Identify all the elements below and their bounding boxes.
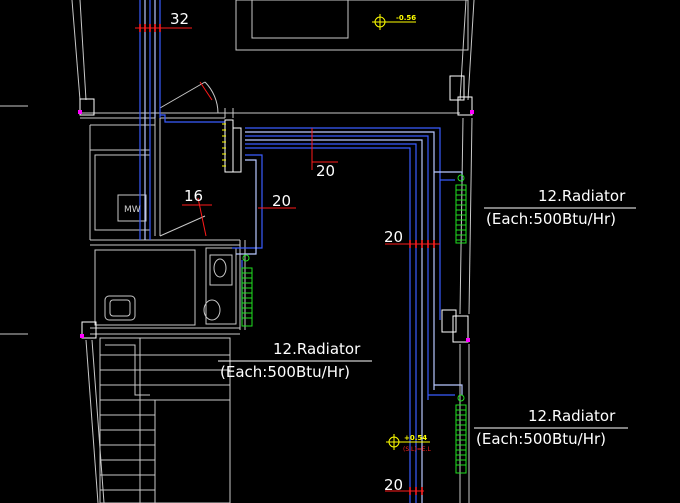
manifold (222, 119, 242, 173)
radiator-title: 12.Radiator (528, 407, 616, 425)
pipe-label-bath: 16 (184, 187, 203, 205)
column-markers (78, 110, 474, 342)
dimension-leaders (135, 24, 440, 495)
radiator-capacity: (Each:500Btu/Hr) (220, 363, 350, 381)
radiator-right-upper (455, 184, 467, 244)
pipe-label-manifold-right: 20 (316, 162, 335, 180)
radiator-note-middle: 12.Radiator (Each:500Btu/Hr) (218, 340, 372, 381)
radiator-title: 12.Radiator (273, 340, 361, 358)
staircase (99, 337, 231, 503)
level-marker-top: -0.56 (372, 14, 416, 30)
microwave-label: MW (124, 205, 141, 215)
columns (79, 75, 473, 343)
radiator-capacity: (Each:500Btu/Hr) (476, 430, 606, 448)
radiator-note-upper-right: 12.Radiator (Each:500Btu/Hr) (484, 187, 636, 228)
pipe-label-bottom: 20 (384, 476, 403, 494)
level-marker-bottom: +0.54 (S.L)=E.L (386, 434, 431, 453)
radiator-bath (241, 267, 253, 327)
radiator-capacity: (Each:500Btu/Hr) (486, 210, 616, 228)
level-top-label: -0.56 (396, 14, 416, 22)
radiator-note-lower-right: 12.Radiator (Each:500Btu/Hr) (474, 407, 628, 448)
level-bottom-note: (S.L)=E.L (403, 446, 431, 453)
radiator-right-lower (455, 404, 467, 474)
pipe-label-vertical-left: 20 (384, 228, 403, 246)
level-bottom-label: +0.54 (404, 434, 427, 442)
supply-pipes (139, 0, 463, 503)
radiator-title: 12.Radiator (538, 187, 626, 205)
radiator-valves (242, 174, 465, 402)
pipe-label-manifold-down: 20 (272, 192, 291, 210)
walls (0, 0, 475, 503)
pipe-label-top: 32 (170, 10, 189, 28)
